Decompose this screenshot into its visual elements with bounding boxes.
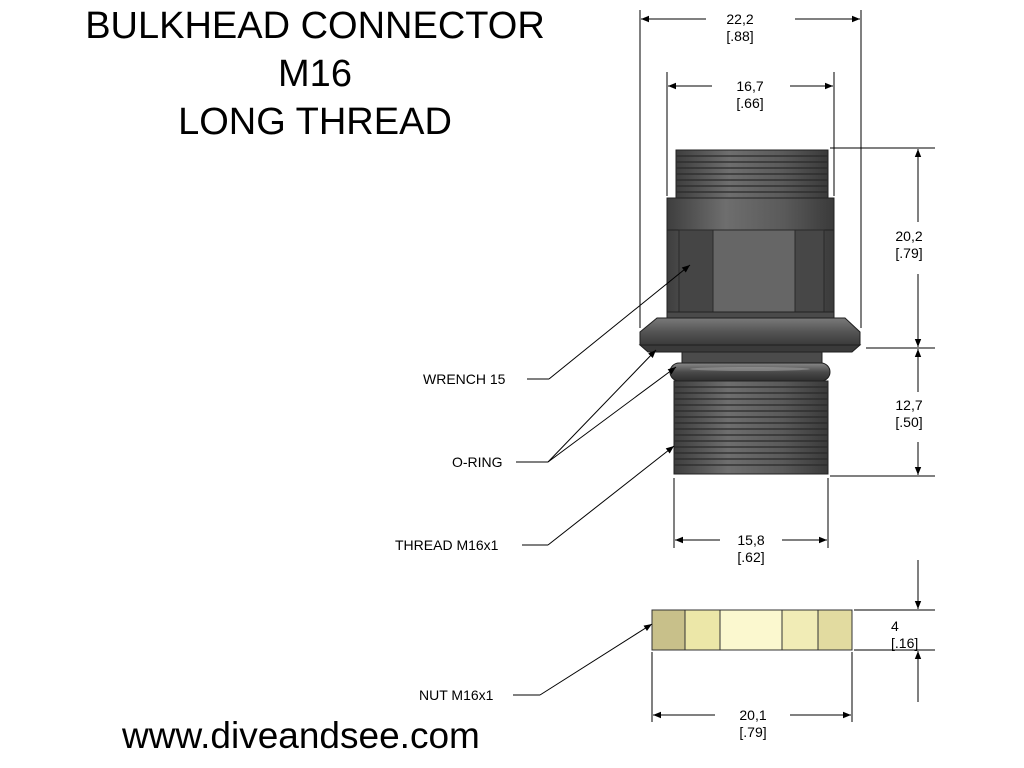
dim-body-width-mm: 16,7 xyxy=(736,78,764,94)
title-line-1: BULKHEAD CONNECTOR xyxy=(85,5,545,47)
dim-nut-height-inch: [.16] xyxy=(891,635,919,651)
callout-nut: NUT M16x1 xyxy=(419,687,494,703)
callout-oring: O-RING xyxy=(452,454,503,470)
dim-nut-height-mm: 4 xyxy=(891,618,899,634)
dim-overall-width-mm: 22,2 xyxy=(726,11,754,27)
flange xyxy=(638,317,862,364)
dim-nut-height: 4 [.16] xyxy=(869,618,931,652)
leader-lines xyxy=(513,264,691,696)
title-line-3: LONG THREAD xyxy=(178,101,452,143)
dim-upper-height-inch: [.79] xyxy=(895,245,923,261)
dim-thread-height-inch: [.50] xyxy=(895,414,923,430)
dim-thread-height: 12,7 [.50] xyxy=(869,397,949,431)
dim-body-width: 16,7 [.66] xyxy=(710,78,790,112)
nut xyxy=(651,609,853,651)
dim-upper-height: 20,2 [.79] xyxy=(869,228,949,262)
website-link[interactable]: www.diveandsee.com xyxy=(122,715,480,756)
dimension-lines xyxy=(639,10,935,722)
dim-thread-width-inch: [.62] xyxy=(737,549,765,565)
lower-thread xyxy=(673,380,829,475)
dim-thread-width: 15,8 [.62] xyxy=(711,532,791,566)
dim-thread-width-mm: 15,8 xyxy=(737,532,765,548)
dim-nut-width-mm: 20,1 xyxy=(739,707,767,723)
wrench-body xyxy=(666,197,835,319)
o-ring xyxy=(669,362,831,382)
dim-thread-height-mm: 12,7 xyxy=(895,397,923,413)
dim-upper-height-mm: 20,2 xyxy=(895,228,923,244)
dim-nut-width: 20,1 [.79] xyxy=(713,707,793,741)
dim-body-width-inch: [.66] xyxy=(736,95,764,111)
callout-thread: THREAD M16x1 xyxy=(395,537,499,553)
top-thread xyxy=(675,149,829,199)
title-line-2: M16 xyxy=(278,53,352,95)
dim-nut-width-inch: [.79] xyxy=(739,724,767,740)
callout-wrench: WRENCH 15 xyxy=(423,371,506,387)
dim-overall-width: 22,2 [.88] xyxy=(700,11,780,45)
connector-body xyxy=(638,149,862,475)
dim-overall-width-inch: [.88] xyxy=(726,28,754,44)
